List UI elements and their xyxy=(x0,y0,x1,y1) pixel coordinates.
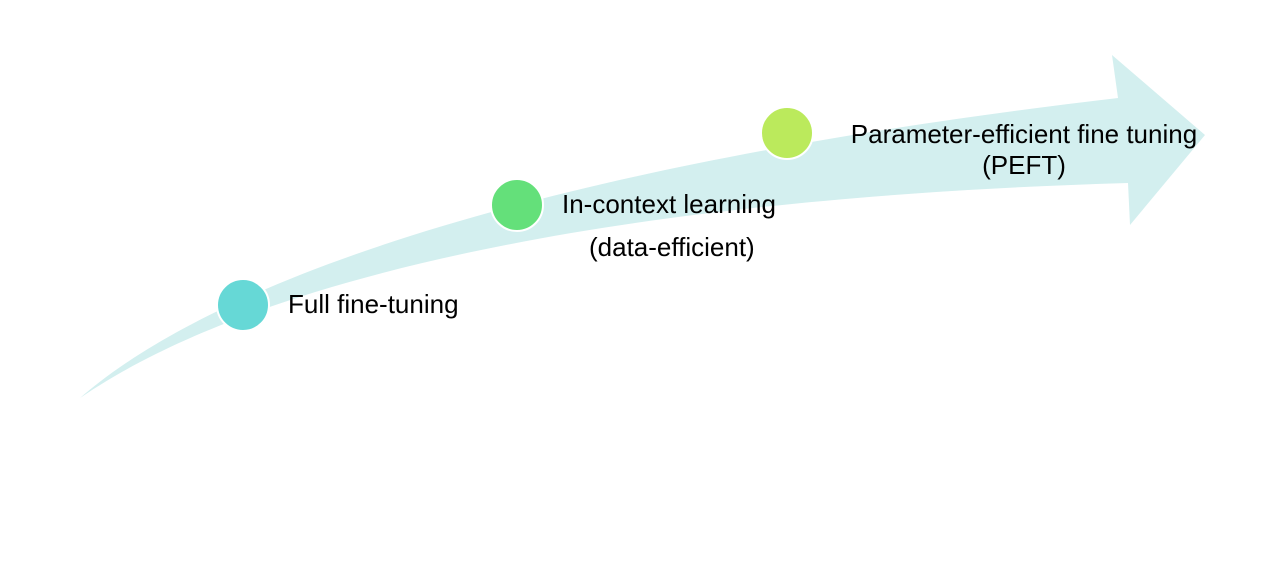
stage-2-sublabel: (data-efficient) xyxy=(589,232,755,262)
stage-1-dot xyxy=(216,278,270,332)
curved-arrow xyxy=(80,55,1205,398)
stage-3-label: Parameter-efficient fine tuning xyxy=(850,119,1198,149)
stage-1-label: Full fine-tuning xyxy=(288,289,459,319)
stage-3-dot xyxy=(760,106,814,160)
stage-2-label: In-context learning xyxy=(562,189,776,219)
stage-3-sublabel: (PEFT) xyxy=(982,150,1066,180)
stage-2-dot xyxy=(490,178,544,232)
